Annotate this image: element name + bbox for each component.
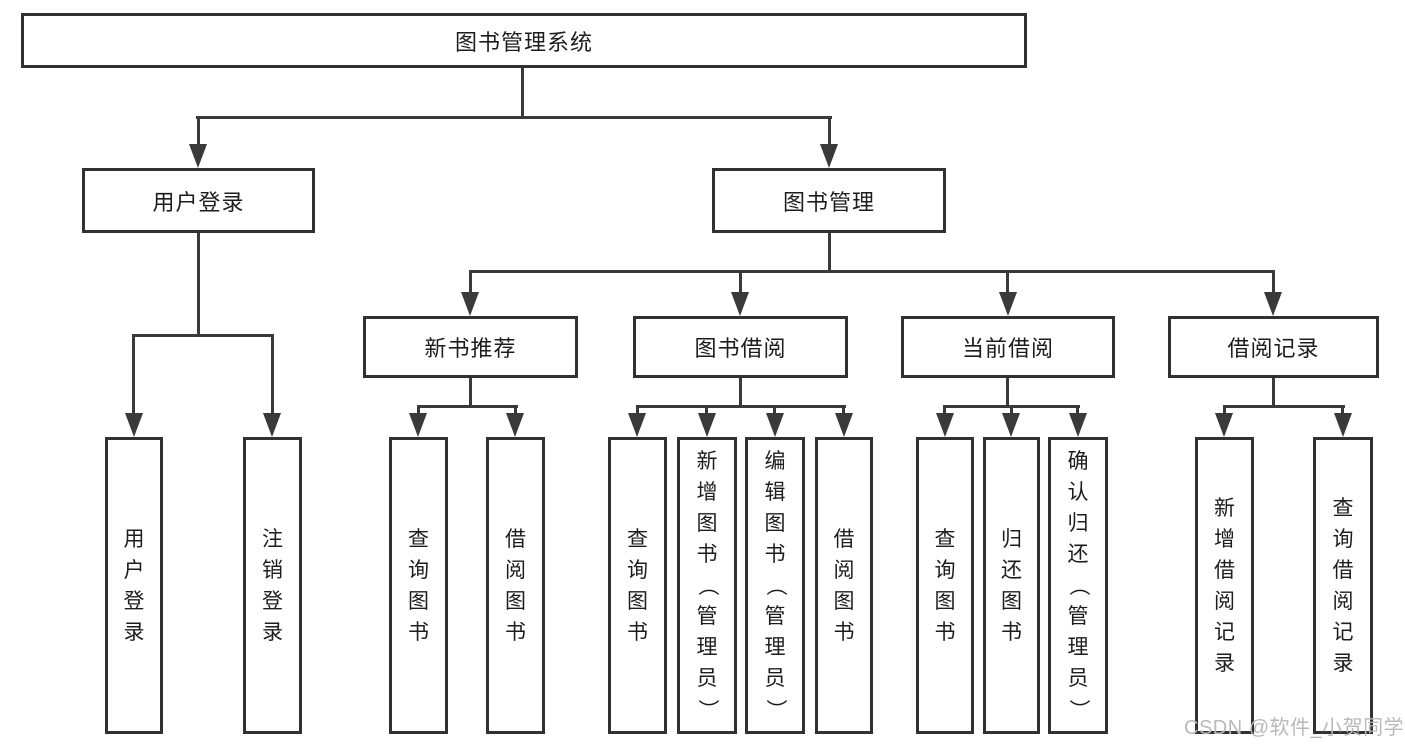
connector-line <box>521 68 524 118</box>
connector-arrow <box>999 292 1017 316</box>
connector-line <box>1341 405 1344 417</box>
connector-arrow <box>1069 413 1087 437</box>
connector-line <box>1006 270 1009 295</box>
connector-arrow <box>189 144 207 168</box>
connector-arrow <box>1264 292 1282 316</box>
connector-line <box>1223 405 1226 417</box>
connector-line <box>469 378 472 408</box>
node-borrowing-records-label: 借阅记录 <box>1227 336 1320 361</box>
node-library-system-label: 图书管理系统 <box>454 29 593 55</box>
connector-line <box>417 405 420 417</box>
connector-arrow <box>731 292 749 316</box>
node-current-borrowing-label: 当前借阅 <box>961 336 1054 361</box>
connector-line <box>132 334 135 416</box>
connector-arrow <box>461 292 479 316</box>
connector-line <box>196 116 832 119</box>
connector-arrow <box>936 413 954 437</box>
connector-arrow <box>409 413 427 437</box>
connector-arrow <box>1215 413 1233 437</box>
connector-line <box>828 233 831 273</box>
node-book-borrowing: 图书借阅 <box>633 316 848 378</box>
node-book-management: 图书管理 <box>712 168 946 233</box>
connector-line <box>828 116 831 148</box>
connector-arrow <box>1334 413 1352 437</box>
leaf-user-login: 用户登录 <box>105 437 163 734</box>
connector-line <box>842 405 845 417</box>
connector-line <box>132 334 274 337</box>
connector-arrow <box>263 413 281 437</box>
connector-arrow <box>125 413 143 437</box>
connector-arrow <box>766 413 784 437</box>
connector-line <box>1223 405 1345 408</box>
node-borrowing-records: 借阅记录 <box>1168 316 1379 378</box>
node-user-login: 用户登录 <box>82 168 315 233</box>
leaf-borrowing-add-books-admin: 新增图书（管理员） <box>677 437 737 734</box>
connector-line <box>271 334 274 416</box>
leaf-current-return-books: 归还图书 <box>983 437 1040 734</box>
connector-line <box>514 405 517 417</box>
leaf-borrowing-query-books: 查询图书 <box>608 437 667 734</box>
connector-arrow <box>835 413 853 437</box>
connector-line <box>636 405 846 408</box>
connector-line <box>197 233 200 336</box>
connector-arrow <box>820 144 838 168</box>
connector-arrow <box>506 413 524 437</box>
leaf-recommend-query-books: 查询图书 <box>389 437 448 734</box>
connector-arrow <box>628 413 646 437</box>
connector-line <box>469 270 1275 273</box>
connector-line <box>1010 405 1013 417</box>
connector-line <box>1076 405 1079 417</box>
node-new-book-recommend-label: 新书推荐 <box>424 336 517 361</box>
connector-line <box>469 270 472 295</box>
connector-line <box>1272 378 1275 408</box>
connector-line <box>636 405 639 417</box>
leaf-records-query-borrow-record: 查询借阅记录 <box>1313 437 1373 734</box>
connector-arrow <box>1002 413 1020 437</box>
connector-line <box>705 405 708 417</box>
leaf-current-query-books: 查询图书 <box>916 437 974 734</box>
connector-line <box>739 270 742 295</box>
leaf-borrowing-edit-books-admin: 编辑图书（管理员） <box>745 437 805 734</box>
connector-line <box>1272 270 1275 295</box>
leaf-current-confirm-return-admin: 确认归还（管理员） <box>1048 437 1108 734</box>
node-new-book-recommend: 新书推荐 <box>363 316 578 378</box>
node-book-management-label: 图书管理 <box>782 189 875 215</box>
leaf-recommend-borrow-books: 借阅图书 <box>486 437 545 734</box>
leaf-records-add-borrow-record: 新增借阅记录 <box>1195 437 1254 734</box>
connector-line <box>197 116 200 148</box>
csdn-watermark: CSDN @软件_小贺同学 <box>1184 717 1405 739</box>
connector-arrow <box>698 413 716 437</box>
connector-line <box>1006 378 1009 408</box>
connector-line <box>943 405 946 417</box>
connector-line <box>417 405 518 408</box>
node-library-system: 图书管理系统 <box>21 13 1027 68</box>
node-book-borrowing-label: 图书借阅 <box>694 336 787 361</box>
connector-line <box>739 378 742 408</box>
connector-line <box>773 405 776 417</box>
node-user-login-label: 用户登录 <box>152 189 245 215</box>
leaf-logout-login: 注销登录 <box>243 437 302 734</box>
leaf-borrowing-borrow-books: 借阅图书 <box>815 437 873 734</box>
node-current-borrowing: 当前借阅 <box>901 316 1115 378</box>
